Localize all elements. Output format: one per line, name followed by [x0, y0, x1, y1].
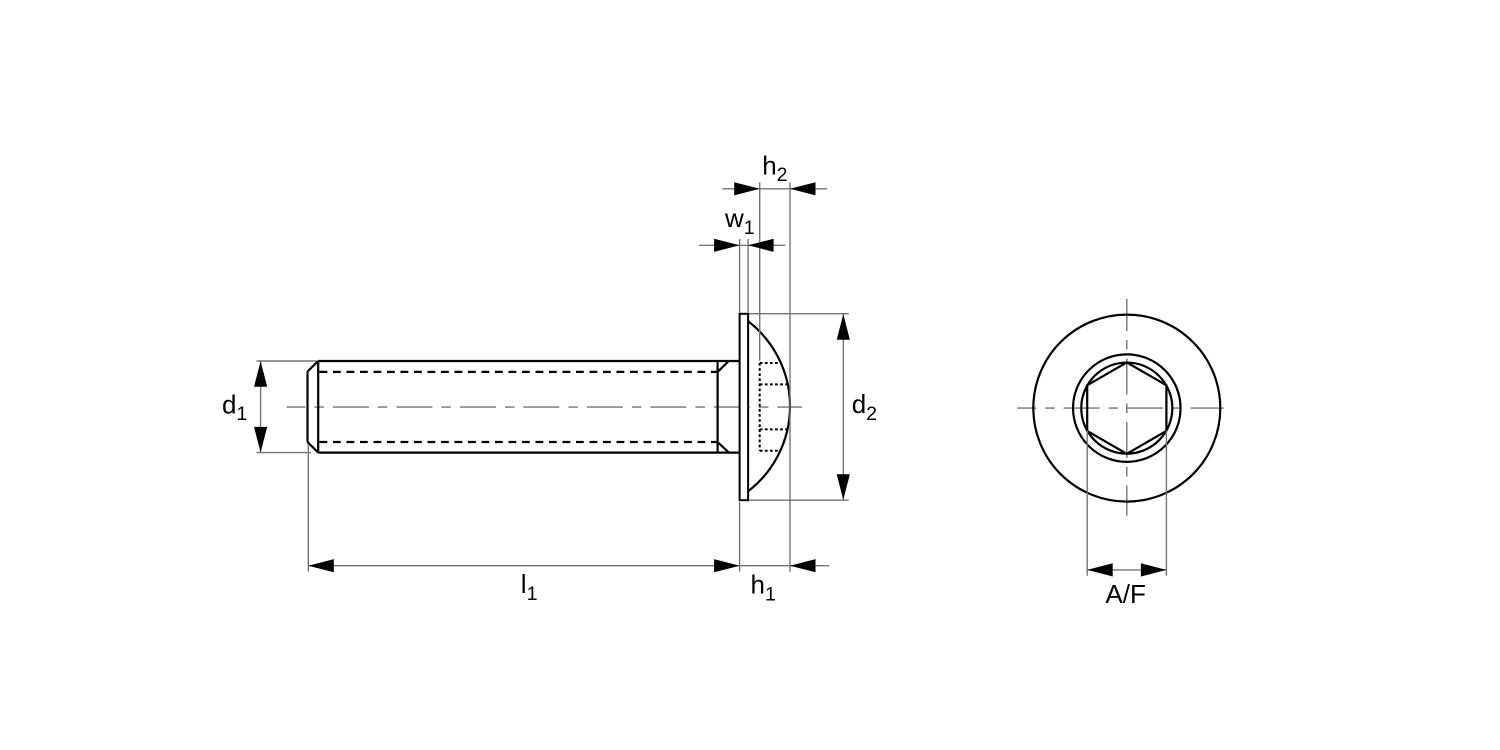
svg-text:h1: h1 [751, 570, 776, 606]
svg-text:A/F: A/F [1105, 579, 1145, 609]
svg-text:w1: w1 [724, 203, 755, 239]
